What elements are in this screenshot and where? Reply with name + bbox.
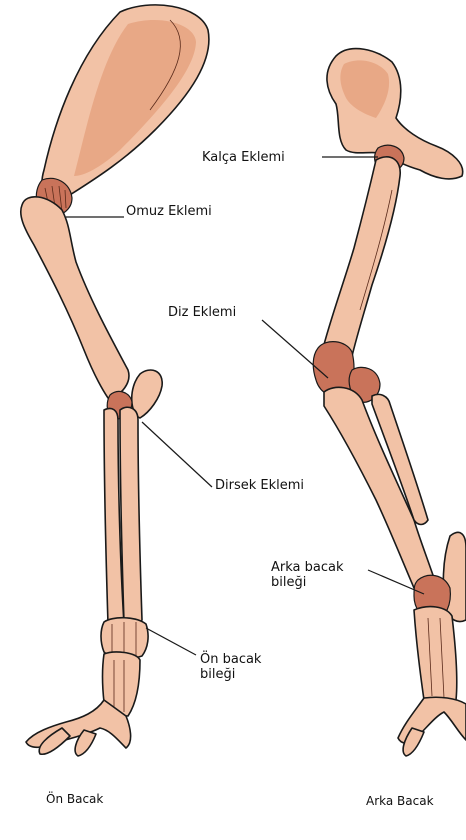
- olecranon-bone: [132, 370, 162, 418]
- hind-leg: [313, 49, 466, 756]
- wrist-joint-label: Ön bacak bileği: [200, 652, 261, 682]
- knee-joint-label: Diz Eklemi: [168, 305, 236, 320]
- front-leg-caption: Ön Bacak: [46, 792, 103, 806]
- elbow-joint-label: Dirsek Eklemi: [215, 478, 304, 493]
- front-leg: [21, 5, 209, 756]
- hip-joint-label: Kalça Eklemi: [202, 150, 285, 165]
- humerus-bone: [21, 197, 129, 398]
- hind-metatarsals: [414, 607, 457, 705]
- hind-leg-caption: Arka Bacak: [366, 794, 434, 808]
- shoulder-joint-label: Omuz Eklemi: [126, 204, 212, 219]
- femur-bone: [322, 157, 400, 368]
- wrist-leader: [146, 628, 196, 655]
- radius-bone: [120, 407, 142, 628]
- elbow-leader: [142, 422, 212, 487]
- hock-joint-label: Arka bacak bileği: [271, 560, 344, 590]
